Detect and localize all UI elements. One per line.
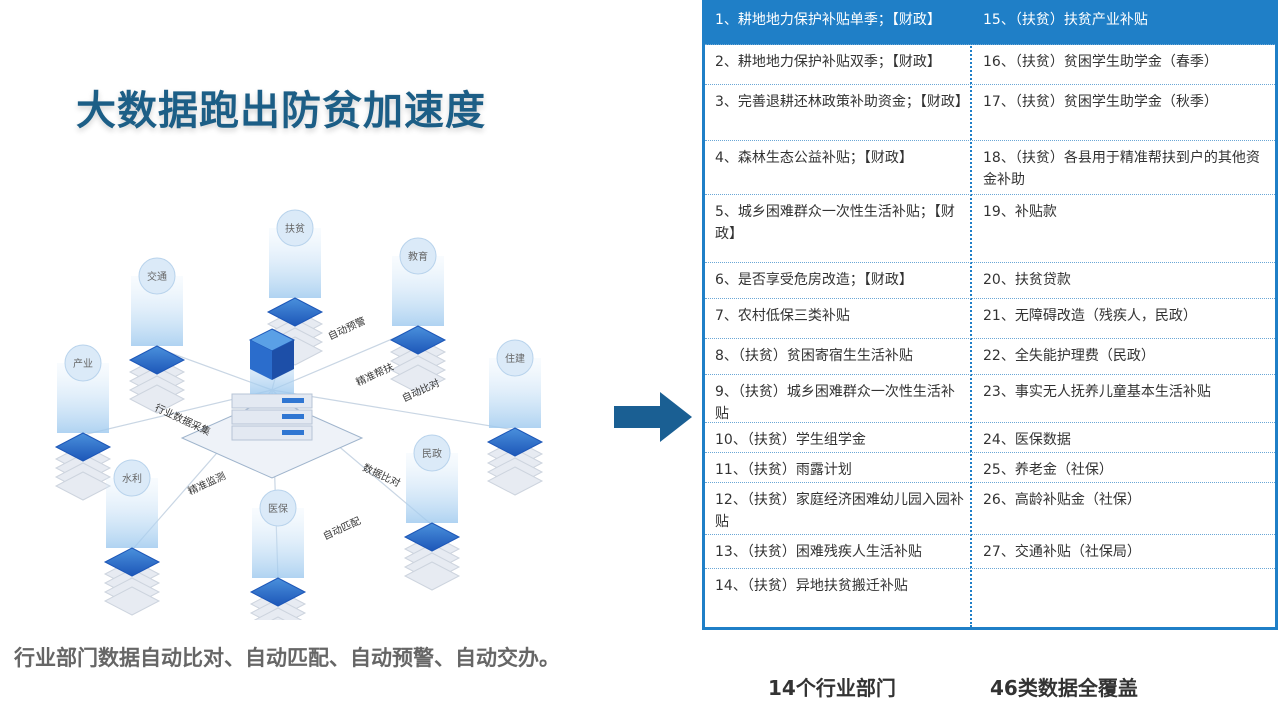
table-row: 11、（扶贫）雨露计划 25、养老金（社保） <box>705 453 1275 483</box>
column-divider <box>970 3 972 627</box>
diagram-svg: 扶贫交通教育产业住建民政水利医保自动预警精准帮扶行业数据采集自动比对数据比对精准… <box>54 209 544 620</box>
table-cell-right: 24、医保数据 <box>983 432 1071 448</box>
table-row: 4、森林生态公益补贴；【财政】 18、（扶贫）各县用于精准帮扶到户的其他资金补助 <box>705 141 1275 195</box>
table-row: 6、是否享受危房改造；【财政】 20、扶贫贷款 <box>705 263 1275 299</box>
department-node-label: 民政 <box>422 447 442 460</box>
department-node-label: 教育 <box>408 250 428 263</box>
table-cell-right: 27、交通补贴（社保局） <box>983 544 1141 560</box>
department-node: 民政 <box>403 434 461 591</box>
table-cell-left: 12、（扶贫）家庭经济困难幼儿园入园补贴 <box>715 492 964 530</box>
flow-label: 精准帮扶 <box>354 360 396 389</box>
table-row: 7、农村低保三类补贴 21、无障碍改造（残疾人，民政） <box>705 299 1275 339</box>
table-cell-right: 23、事实无人抚养儿童基本生活补贴 <box>983 384 1211 400</box>
table-cell-left: 8、（扶贫）贫困寄宿生生活补贴 <box>715 348 913 364</box>
right-arrow-icon <box>614 392 692 442</box>
department-node-label: 住建 <box>505 352 525 365</box>
department-node: 教育 <box>389 237 447 394</box>
flow-label: 自动预警 <box>326 314 368 343</box>
table-cell-right: 25、养老金（社保） <box>983 462 1113 478</box>
data-category-table: 1、耕地地力保护补贴单季；【财政】 15、（扶贫）扶贫产业补贴 2、耕地地力保护补贴… <box>702 0 1278 630</box>
table-row: 2、耕地地力保护补贴双季；【财政】 16、（扶贫）贫困学生助学金（春季） <box>705 45 1275 85</box>
table-cell-right <box>973 569 1275 599</box>
table-cell-left: 6、是否享受危房改造；【财政】 <box>715 272 913 288</box>
table-cell-right: 19、补贴款 <box>983 204 1057 220</box>
table-cell-right: 21、无障碍改造（残疾人，民政） <box>983 308 1197 324</box>
table-cell-right: 22、全失能护理费（民政） <box>983 348 1155 364</box>
table-row: 9、（扶贫）城乡困难群众一次性生活补贴 23、事实无人抚养儿童基本生活补贴 <box>705 375 1275 423</box>
department-node: 医保 <box>249 489 307 620</box>
footer-coverage: 46类数据全覆盖 <box>990 676 1138 700</box>
table-cell-left: 1、耕地地力保护补贴单季；【财政】 <box>715 12 941 28</box>
data-platform-diagram: 扶贫交通教育产业住建民政水利医保自动预警精准帮扶行业数据采集自动比对数据比对精准… <box>40 190 560 620</box>
department-node-label: 产业 <box>73 357 93 370</box>
table-cell-left: 11、（扶贫）雨露计划 <box>715 462 852 478</box>
table-cell-left: 3、完善退耕还林政策补助资金；【财政】 <box>715 94 969 110</box>
department-node-label: 交通 <box>147 270 167 283</box>
department-node: 住建 <box>486 339 544 496</box>
department-node: 产业 <box>54 344 112 501</box>
table-cell-left: 14、（扶贫）异地扶贫搬迁补贴 <box>715 578 908 594</box>
table-cell-left: 2、耕地地力保护补贴双季；【财政】 <box>715 54 941 70</box>
central-server-icon <box>180 328 364 479</box>
department-node: 水利 <box>103 459 161 616</box>
table-row: 8、（扶贫）贫困寄宿生生活补贴 22、全失能护理费（民政） <box>705 339 1275 375</box>
table-row: 14、（扶贫）异地扶贫搬迁补贴 <box>705 569 1275 599</box>
table-cell-left: 10、（扶贫）学生组学金 <box>715 432 866 448</box>
table-cell-left: 5、城乡困难群众一次性生活补贴；【财政】 <box>715 204 955 242</box>
table-cell-right: 18、（扶贫）各县用于精准帮扶到户的其他资金补助 <box>983 150 1260 188</box>
page-title: 大数据跑出防贫加速度 <box>76 88 486 134</box>
department-node-label: 扶贫 <box>285 222 305 235</box>
table-cell-right: 20、扶贫贷款 <box>983 272 1071 288</box>
caption: 行业部门数据自动比对、自动匹配、自动预警、自动交办。 <box>14 646 560 670</box>
department-node-label: 水利 <box>122 473 142 485</box>
table-cell-right: 17、（扶贫）贫困学生助学金（秋季） <box>983 94 1218 110</box>
table-row: 10、（扶贫）学生组学金 24、医保数据 <box>705 423 1275 453</box>
table-cell-right: 15、（扶贫）扶贫产业补贴 <box>983 12 1148 28</box>
table-row: 5、城乡困难群众一次性生活补贴；【财政】 19、补贴款 <box>705 195 1275 263</box>
flow-label: 精准监测 <box>186 469 228 498</box>
table-cell-right: 16、（扶贫）贫困学生助学金（春季） <box>983 54 1218 70</box>
table-cell-left: 4、森林生态公益补贴；【财政】 <box>715 150 913 166</box>
department-node-label: 医保 <box>268 502 288 515</box>
table-cell-left: 13、（扶贫）困难残疾人生活补贴 <box>715 544 922 560</box>
department-node: 交通 <box>128 257 186 414</box>
footer-departments: 14个行业部门 <box>768 676 896 700</box>
table-row: 1、耕地地力保护补贴单季；【财政】 15、（扶贫）扶贫产业补贴 <box>705 3 1275 45</box>
table-row: 3、完善退耕还林政策补助资金；【财政】 17、（扶贫）贫困学生助学金（秋季） <box>705 85 1275 141</box>
table-cell-right: 26、高龄补贴金（社保） <box>983 492 1141 508</box>
flow-label: 自动匹配 <box>321 514 363 543</box>
table-cell-left: 9、（扶贫）城乡困难群众一次性生活补贴 <box>715 384 955 422</box>
table-cell-left: 7、农村低保三类补贴 <box>715 308 850 324</box>
table-row: 12、（扶贫）家庭经济困难幼儿园入园补贴 26、高龄补贴金（社保） <box>705 483 1275 535</box>
table-row: 13、（扶贫）困难残疾人生活补贴 27、交通补贴（社保局） <box>705 535 1275 569</box>
flow-label: 数据比对 <box>361 461 403 490</box>
